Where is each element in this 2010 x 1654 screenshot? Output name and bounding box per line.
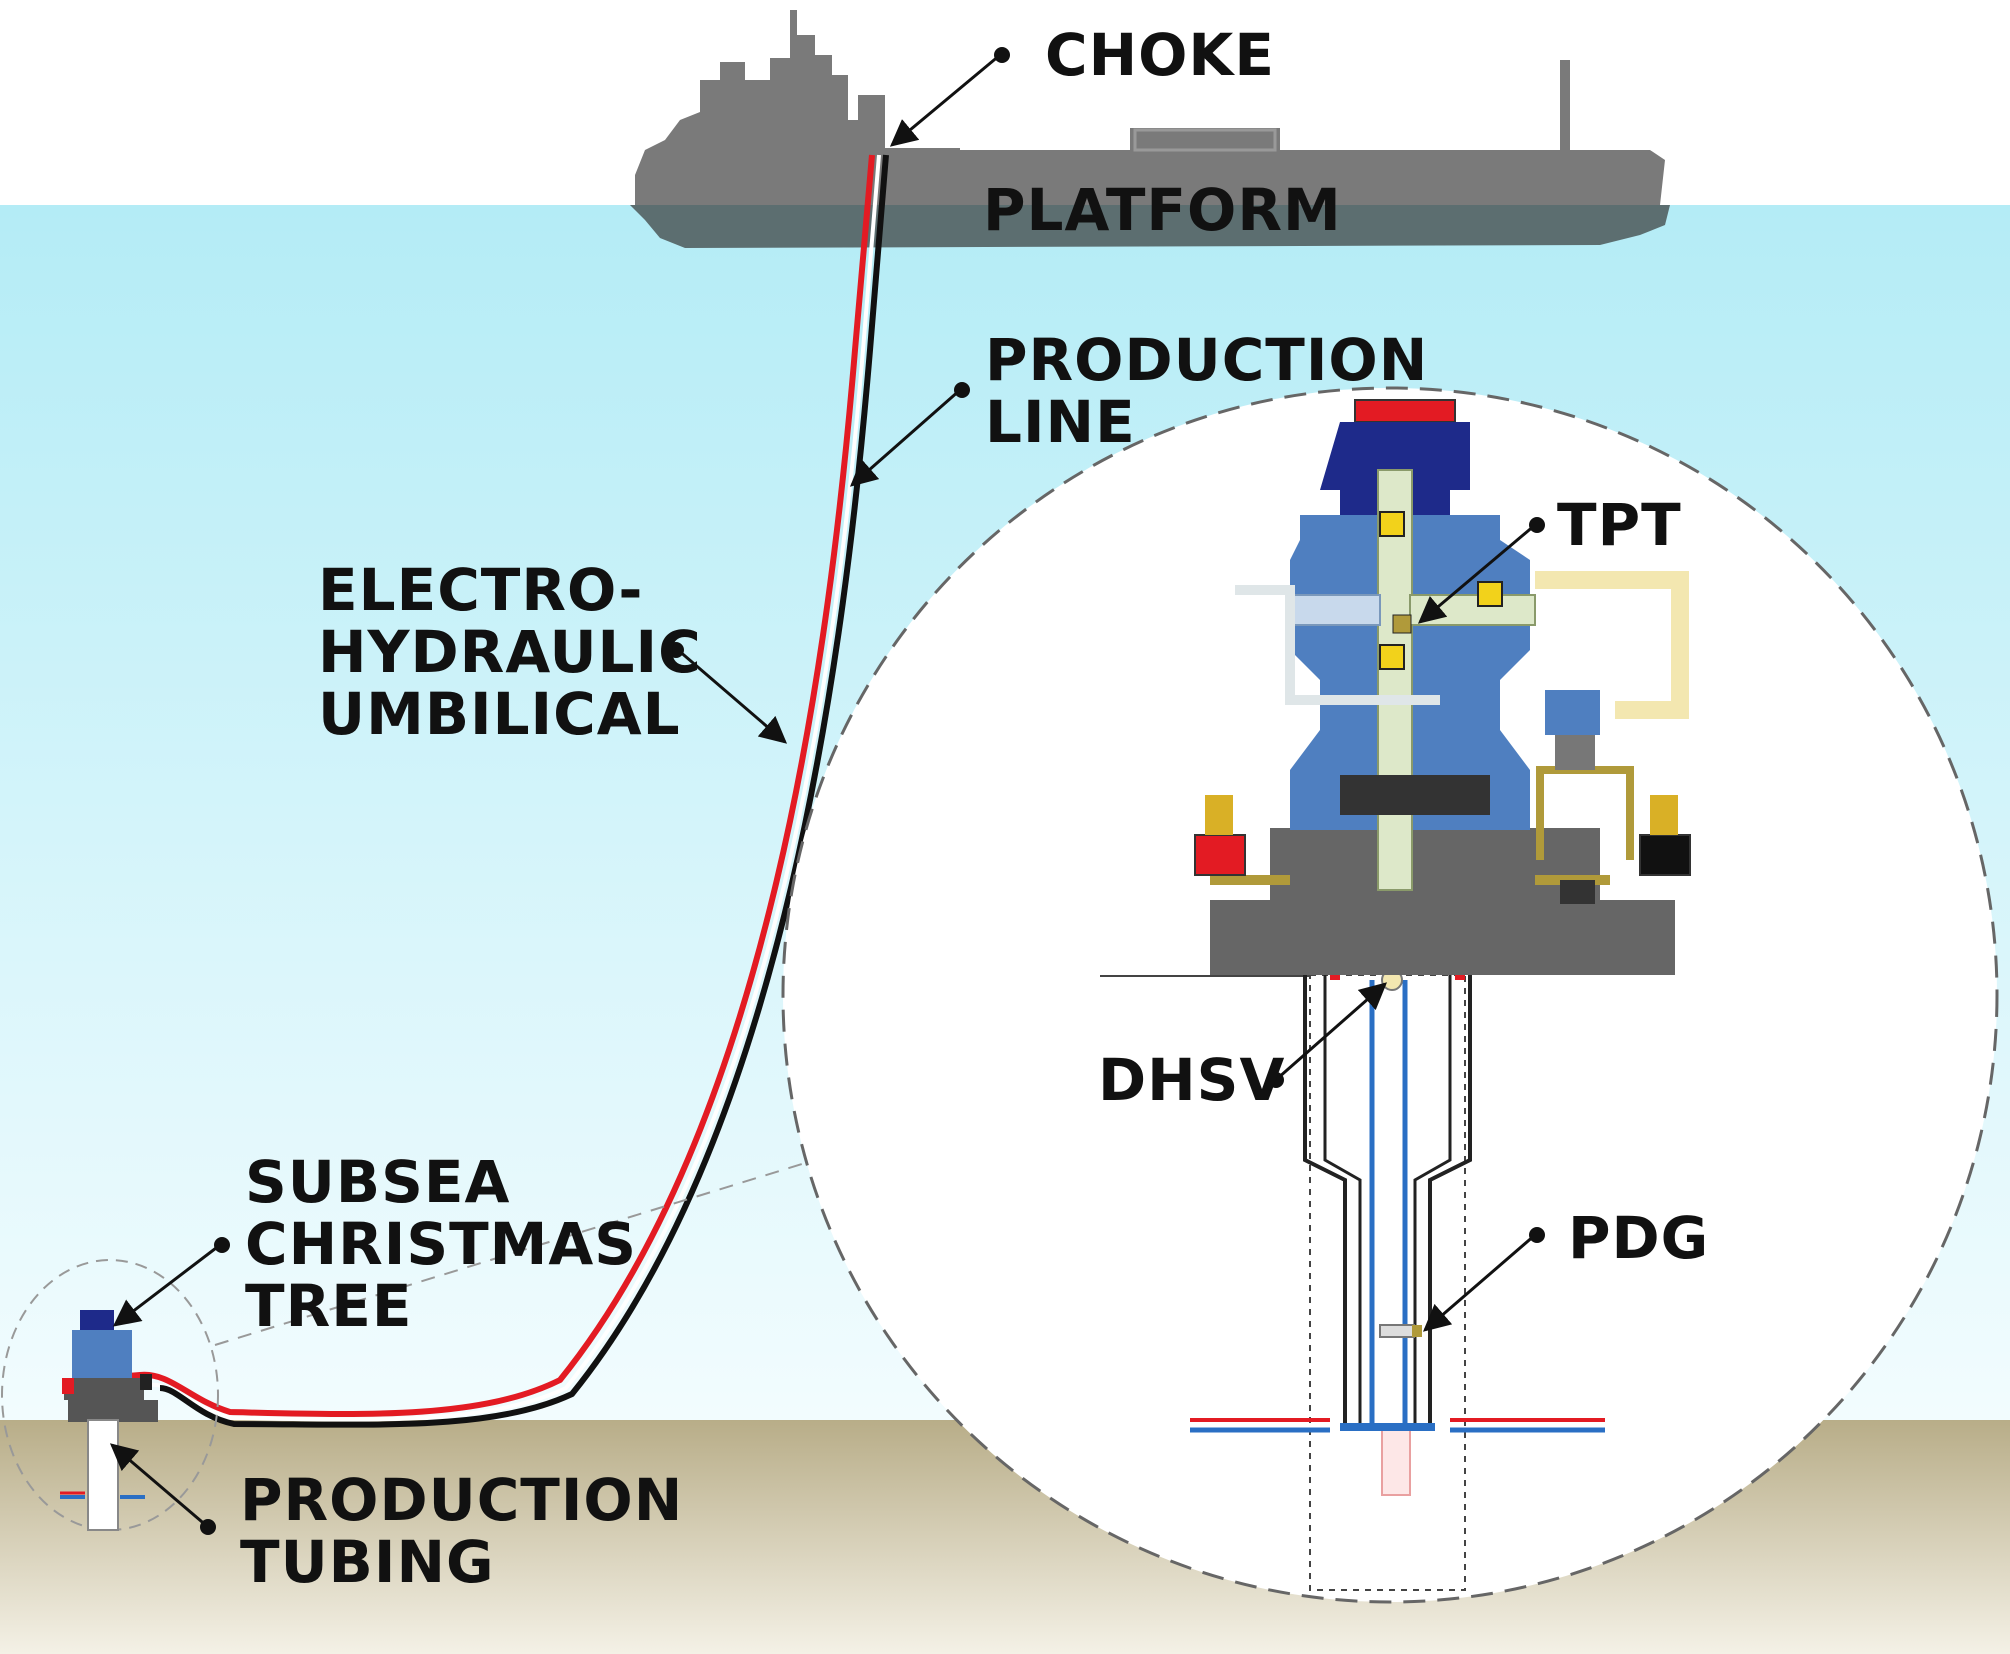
label-dots (200, 47, 1545, 1535)
choke-leader (889, 53, 1001, 147)
red-control-box (1194, 834, 1246, 876)
mini-christmas-tree (1, 1259, 219, 1531)
production-line (159, 154, 889, 1428)
pdg-gauge (1379, 1324, 1415, 1338)
tree-base (1270, 828, 1600, 900)
tree-leader (112, 1243, 221, 1327)
umbilical-leader (677, 648, 788, 744)
valve-2 (1379, 644, 1405, 670)
umbilical-line (68, 154, 875, 1417)
christmas-tree-label: SUBSEA CHRISTMAS TREE (245, 1148, 658, 1340)
production-line-leader (849, 388, 961, 487)
pdg-leader (1422, 1233, 1536, 1332)
tubing-leader (109, 1443, 209, 1529)
valve-3 (1477, 581, 1503, 607)
zoom-guide-line (214, 1159, 816, 1346)
tree-cap (1354, 399, 1456, 423)
dhsv-label: DHSV (1098, 1046, 1285, 1114)
detail-view (781, 386, 1999, 1604)
pdg-label: PDG (1568, 1204, 1709, 1272)
tpt-label: TPT (1557, 491, 1682, 559)
tpt-sensor (1392, 614, 1412, 634)
production-tubing-label: PRODUCTION TUBING (240, 1466, 704, 1596)
flowlines (68, 154, 889, 1428)
platform-ship (630, 10, 1670, 248)
dhsv-leader (1277, 982, 1388, 1080)
christmas-tree-body (1194, 399, 1691, 904)
platform-deck-box (1133, 128, 1277, 152)
leader-lines (109, 53, 1536, 1529)
production-line-label: PRODUCTION LINE (985, 326, 1449, 456)
ship-superstructure (635, 10, 1665, 205)
black-control-box (1639, 834, 1691, 876)
tubing-bottom (1381, 1424, 1411, 1496)
umbilical-label: ELECTRO- HYDRAULIC UMBILICAL (318, 556, 723, 748)
tpt-leader (1417, 523, 1536, 624)
platform-label: PLATFORM (983, 176, 1342, 244)
tree-bore (1377, 469, 1413, 891)
wellhead-base (1210, 900, 1675, 975)
ship-hull (630, 205, 1670, 248)
choke-label: CHOKE (1045, 21, 1275, 89)
valve-1 (1379, 511, 1405, 537)
detail-circle (781, 386, 1999, 1604)
umbilical-white-gap (149, 154, 881, 1422)
